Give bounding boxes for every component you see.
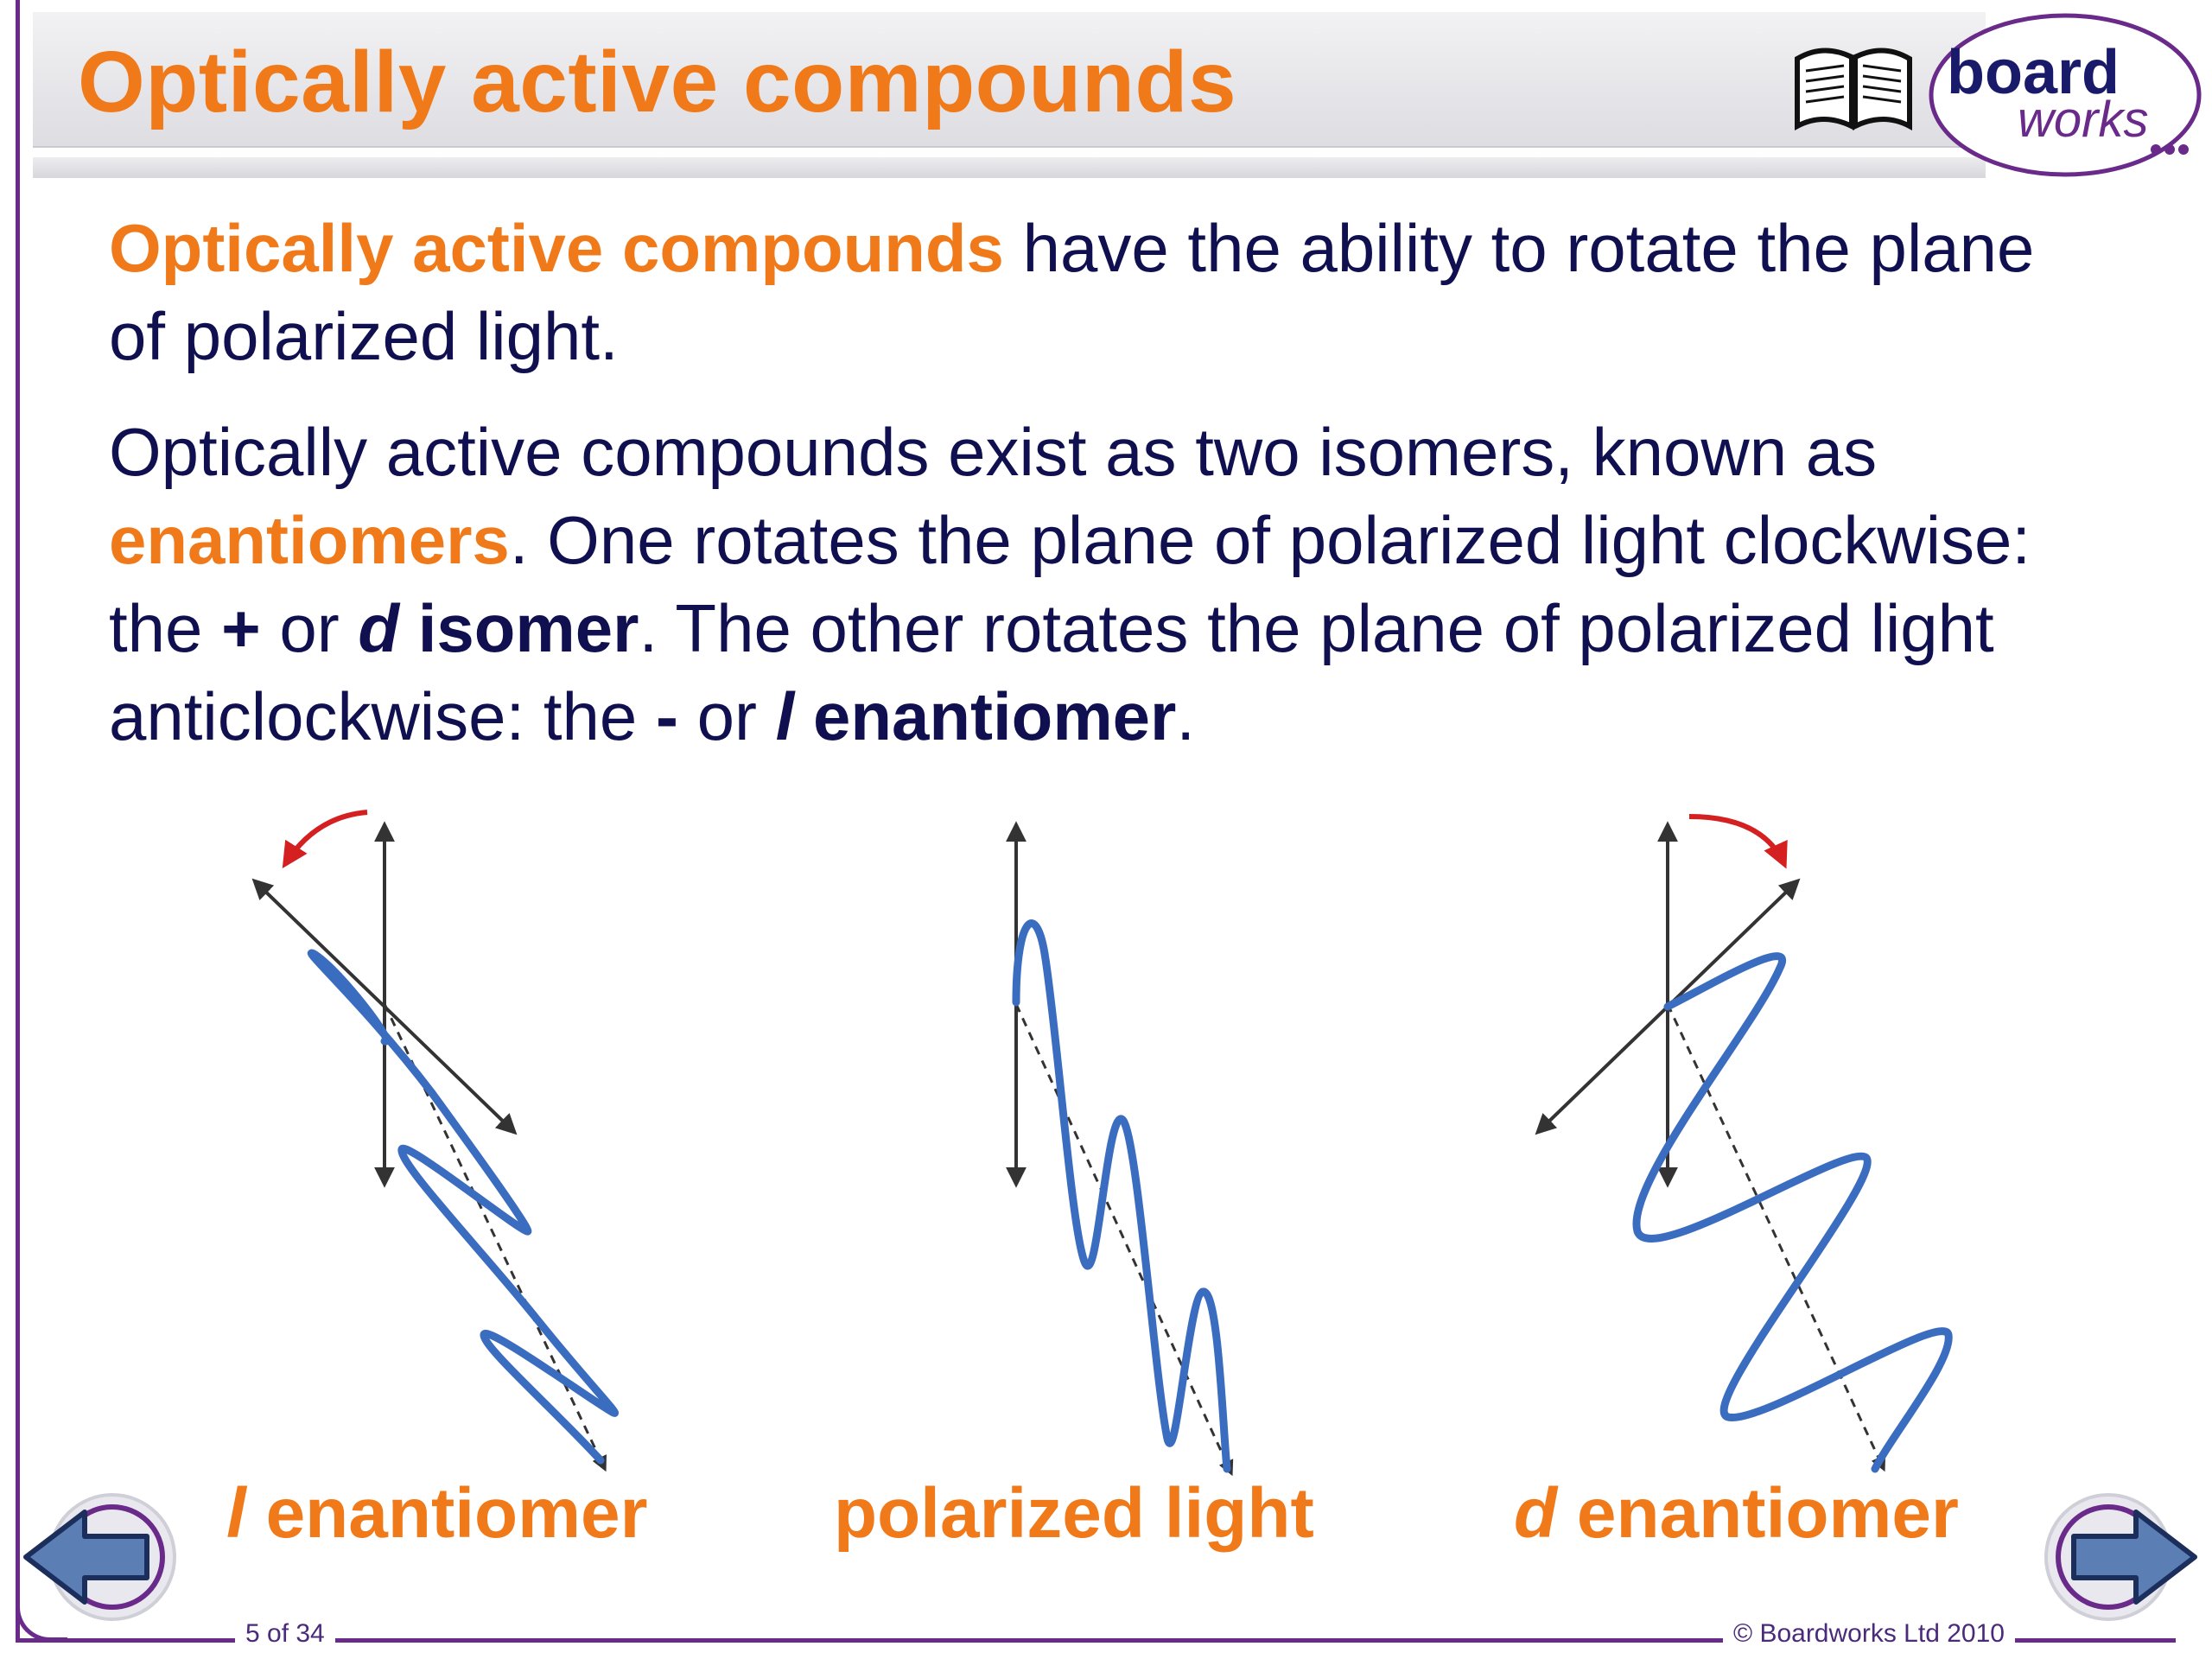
label-l-enantiomer: l enantiomer <box>226 1473 648 1554</box>
previous-slide-button[interactable] <box>17 1488 181 1626</box>
enantiomer-paragraph: Optically active compounds exist as two … <box>109 408 2096 760</box>
next-slide-button[interactable] <box>2039 1488 2203 1626</box>
label-d-symbol: d <box>1514 1474 1558 1553</box>
label-d-text: enantiomer <box>1557 1474 1959 1553</box>
plus-symbol: + <box>221 590 261 666</box>
label-l-text: enantiomer <box>245 1474 648 1553</box>
definition-text: have the ability to rotate the plane of … <box>109 210 2035 374</box>
label-polarized-light: polarized light <box>834 1474 1314 1553</box>
anticlockwise-rotation-arrow <box>282 810 368 869</box>
or-text-2: or <box>677 678 776 754</box>
propagation-axis <box>1666 1003 1886 1472</box>
page-counter: 5 of 34 <box>235 1619 335 1649</box>
frame-left-border <box>16 0 20 1642</box>
definition-paragraph: Optically active compounds have the abil… <box>109 204 2096 380</box>
logo-text-works: works <box>2018 92 2148 148</box>
label-l-symbol: l <box>226 1474 246 1553</box>
title-bar-underline <box>33 157 1986 178</box>
frame-bottom-border <box>16 1638 2176 1643</box>
isomer-word: isomer <box>399 590 639 666</box>
enantiomer-word: enantiomer <box>794 678 1177 754</box>
rotated-wave-l <box>307 949 619 1465</box>
l-enantiomer-diagram <box>251 810 619 1472</box>
slide-title: Optically active compounds <box>78 34 1237 130</box>
term-optically-active: Optically active compounds <box>109 210 1004 286</box>
term-enantiomers: enantiomers <box>109 502 510 578</box>
d-enantiomer-diagram <box>1535 814 1953 1473</box>
or-text-1: or <box>260 590 359 666</box>
previous-arrow-icon <box>23 1510 149 1605</box>
clockwise-text: . One rotates the plane of polarized lig… <box>109 502 2031 666</box>
boardworks-logo: board works <box>1929 13 2202 177</box>
logo-text-board: board <box>1947 38 2120 107</box>
title-bar <box>33 12 1986 148</box>
rotated-wave-d <box>1632 952 1953 1473</box>
polarized-wave <box>1012 919 1231 1473</box>
clockwise-rotation-arrow <box>1688 814 1788 869</box>
next-arrow-icon <box>2071 1510 2197 1605</box>
label-d-enantiomer: d enantiomer <box>1514 1473 1959 1554</box>
minus-symbol: - <box>655 678 678 754</box>
polarization-diagrams <box>251 810 1953 1477</box>
l-symbol: l <box>775 678 795 754</box>
anticlockwise-text: . The other rotates the plane of polariz… <box>109 590 1994 754</box>
copyright-text: © Boardworks Ltd 2010 <box>1723 1619 2015 1649</box>
propagation-axis <box>1014 1003 1234 1477</box>
period: . <box>1176 678 1196 754</box>
book-icon <box>1795 48 1912 130</box>
enantiomer-intro-text: Optically active compounds exist as two … <box>109 414 1878 490</box>
polarized-light-diagram <box>1006 821 1234 1477</box>
d-symbol: d <box>358 590 400 666</box>
